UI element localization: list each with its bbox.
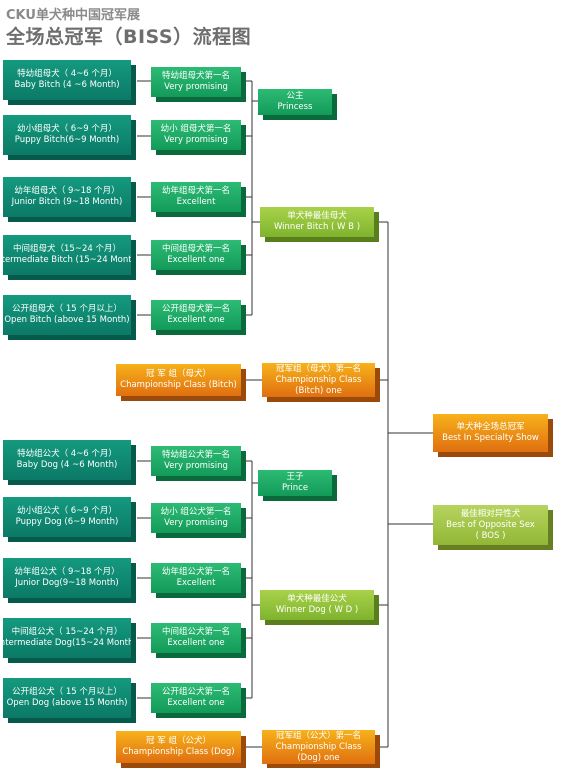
winner-box-junior-bitch: 幼年组母犬第一名 Excellent — [151, 182, 241, 212]
class-label-zh: 幼年组母犬（ 9~18 个月） — [14, 186, 120, 196]
winner-label-en: Excellent one — [167, 698, 225, 708]
winner-label-en: Excellent one — [167, 315, 225, 325]
winner-bitch-label-en: Winner Bitch ( W B ) — [273, 222, 361, 232]
class-box-puppy-dog: 幼小组公犬（ 6~9 个月） Puppy Dog (6~9 Month) — [3, 497, 131, 537]
class-label-zh: 公开组公犬（ 15 个月以上） — [12, 687, 122, 697]
winner-label-zh: 幼小 组公犬第一名 — [160, 507, 232, 517]
winner-dog-box: 单犬种最佳公犬 Winner Dog ( W D ) — [260, 590, 374, 620]
winner-label-en: Excellent — [176, 197, 216, 207]
class-box-puppy-bitch: 幼小组母犬（ 6~9 个月） Puppy Bitch(6~9 Month) — [3, 115, 131, 155]
class-box-open-bitch: 公开组母犬（ 15 个月以上） Open Bitch (above 15 Mon… — [3, 295, 131, 335]
class-label-zh: 中间组公犬（ 15~24 个月） — [11, 627, 123, 637]
class-label-en: Baby Dog (4 ~6 Month) — [16, 460, 118, 470]
champ-winner-label-en: Championship Class — [275, 374, 362, 385]
championship-winner-bitch-box: 冠军组（母犬）第一名 Championship Class (Bitch) on… — [262, 363, 375, 397]
class-label-en: Open Bitch (above 15 Month) — [4, 315, 130, 325]
header-subtitle: CKU单犬种中国冠军展 — [6, 8, 140, 23]
winner-box-puppy-bitch: 幼小 组母犬第一名 Very promising — [151, 120, 241, 150]
winner-box-junior-dog: 幼年组公犬第一名 Excellent — [151, 563, 241, 593]
winner-box-baby-bitch: 特幼组母犬第一名 Very promising — [151, 67, 241, 97]
champ-class-label-zh: 冠 军 组（公犬） — [146, 736, 211, 746]
class-box-baby-bitch: 特幼组母犬（ 4~6 个月） Baby Bitch (4 ~6 Month) — [3, 60, 131, 100]
prince-label-en: Prince — [281, 483, 309, 493]
winner-label-en: Very promising — [164, 518, 228, 528]
championship-class-dog-box: 冠 军 组（公犬） Championship Class (Dog) — [116, 731, 241, 763]
winner-box-open-bitch: 公开组母犬第一名 Excellent one — [151, 300, 241, 330]
champ-class-label-en: Championship Class (Dog) — [122, 747, 235, 757]
prince-box: 王子 Prince — [258, 470, 332, 496]
class-box-baby-dog: 特幼组公犬（ 4~6 个月） Baby Dog (4 ~6 Month) — [3, 440, 131, 480]
winner-box-puppy-dog: 幼小 组公犬第一名 Very promising — [151, 503, 241, 533]
biss-label-en: Best In Specialty Show — [442, 433, 539, 443]
class-box-junior-bitch: 幼年组母犬（ 9~18 个月） Junior Bitch (9~18 Month… — [3, 177, 131, 217]
winner-label-en: Very promising — [164, 82, 228, 92]
winner-label-zh: 幼小 组母犬第一名 — [160, 124, 232, 134]
class-box-junior-dog: 幼年组公犬（ 9~18 个月） Junior Dog(9~18 Month) — [3, 558, 131, 598]
winner-dog-label-en: Winner Dog ( W D ) — [275, 605, 359, 615]
winner-box-intermediate-dog: 中间组公犬第一名 Excellent one — [151, 623, 241, 653]
winner-box-open-dog: 公开组公犬第一名 Excellent one — [151, 683, 241, 713]
winner-label-en: Excellent — [176, 578, 216, 588]
championship-winner-dog-box: 冠军组（公犬）第一名 Championship Class (Dog) one — [262, 730, 375, 764]
best-of-opposite-sex-box: 最佳相对异性犬 Best of Opposite Sex ( BOS ) — [433, 505, 548, 545]
winner-label-en: Excellent one — [167, 255, 225, 265]
champ-winner-label-en: Championship Class — [275, 741, 362, 752]
class-label-en: Junior Bitch (9~18 Month) — [11, 197, 123, 207]
class-label-en: Puppy Dog (6~9 Month) — [15, 517, 119, 527]
class-label-zh: 幼小组公犬（ 6~9 个月） — [17, 506, 117, 516]
class-label-zh: 公开组母犬（ 15 个月以上） — [12, 304, 122, 314]
class-label-en: Open Dog (above 15 Month) — [6, 698, 128, 708]
bos-label-zh: 最佳相对异性犬 — [460, 508, 521, 519]
winner-bitch-label-zh: 单犬种最佳母犬 — [287, 211, 347, 221]
winner-label-zh: 中间组母犬第一名 — [161, 244, 230, 254]
best-in-specialty-show-box: 单犬种全场总冠军 Best In Specialty Show — [433, 414, 548, 452]
winner-dog-label-zh: 单犬种最佳公犬 — [287, 594, 347, 604]
winner-box-intermediate-bitch: 中间组母犬第一名 Excellent one — [151, 240, 241, 270]
class-label-zh: 幼小组母犬（ 6~9 个月） — [17, 124, 117, 134]
championship-class-bitch-box: 冠 军 组（母犬） Championship Class (Bitch) — [116, 364, 241, 396]
champ-winner-label-en2: (Bitch) one — [295, 385, 342, 396]
champ-winner-label-en2: (Dog) one — [297, 752, 340, 763]
champ-winner-label-zh: 冠军组（公犬）第一名 — [275, 730, 361, 741]
winner-box-baby-dog: 特幼组公犬第一名 Very promising — [151, 446, 241, 476]
bos-label-en: Best of Opposite Sex — [446, 519, 535, 530]
winner-label-zh: 公开组母犬第一名 — [161, 304, 230, 314]
class-box-open-dog: 公开组公犬（ 15 个月以上） Open Dog (above 15 Month… — [3, 678, 131, 718]
winner-label-en: Very promising — [164, 461, 228, 471]
champ-class-label-en: Championship Class (Bitch) — [120, 380, 237, 390]
class-label-zh: 中间组母犬（15~24 个月） — [13, 244, 121, 254]
class-label-zh: 特幼组母犬（ 4~6 个月） — [17, 69, 117, 79]
winner-label-zh: 幼年组公犬第一名 — [161, 567, 230, 577]
winner-label-en: Excellent one — [167, 638, 225, 648]
class-label-zh: 特幼组公犬（ 4~6 个月） — [17, 449, 117, 459]
biss-label-zh: 单犬种全场总冠军 — [456, 422, 525, 432]
prince-label-zh: 王子 — [286, 472, 304, 482]
class-label-en: Baby Bitch (4 ~6 Month) — [14, 80, 120, 90]
class-label-en: Intermediate Dog(15~24 Month) — [3, 638, 131, 648]
class-box-intermediate-dog: 中间组公犬（ 15~24 个月） Intermediate Dog(15~24 … — [3, 618, 131, 658]
class-label-en: Junior Dog(9~18 Month) — [15, 578, 119, 588]
winner-label-zh: 特幼组母犬第一名 — [161, 71, 230, 81]
princess-box: 公主 Princess — [258, 89, 332, 115]
winner-label-zh: 公开组公犬第一名 — [161, 687, 230, 697]
class-label-zh: 幼年组公犬（ 9~18 个月） — [14, 567, 120, 577]
class-label-en: Puppy Bitch(6~9 Month) — [14, 135, 120, 145]
winner-label-zh: 特幼组公犬第一名 — [161, 450, 230, 460]
class-label-en: Intermediate Bitch (15~24 Month) — [3, 255, 131, 265]
winner-label-zh: 中间组公犬第一名 — [161, 627, 230, 637]
champ-winner-label-zh: 冠军组（母犬）第一名 — [275, 363, 361, 374]
princess-label-en: Princess — [277, 102, 313, 112]
page-title: 全场总冠军（BISS）流程图 — [6, 26, 252, 48]
bos-label-en2: ( BOS ) — [475, 530, 506, 541]
class-box-intermediate-bitch: 中间组母犬（15~24 个月） Intermediate Bitch (15~2… — [3, 235, 131, 275]
champ-class-label-zh: 冠 军 组（母犬） — [146, 369, 211, 379]
winner-label-zh: 幼年组母犬第一名 — [161, 186, 230, 196]
princess-label-zh: 公主 — [286, 91, 304, 101]
winner-bitch-box: 单犬种最佳母犬 Winner Bitch ( W B ) — [260, 207, 374, 237]
winner-label-en: Very promising — [164, 135, 228, 145]
